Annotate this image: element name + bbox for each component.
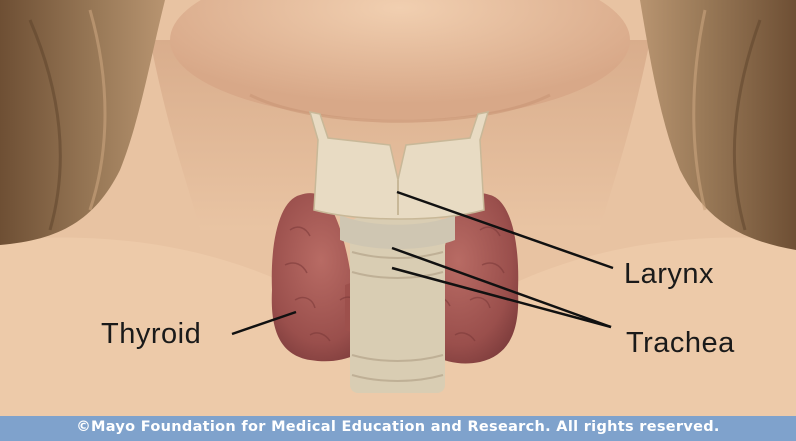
credit-bar: ©Mayo Foundation for Medical Education a… — [0, 416, 796, 441]
larynx-label: Larynx — [624, 258, 714, 291]
thyroid-label: Thyroid — [101, 318, 201, 351]
copyright-credit: ©Mayo Foundation for Medical Education a… — [0, 419, 796, 435]
trachea-label: Trachea — [626, 327, 735, 360]
